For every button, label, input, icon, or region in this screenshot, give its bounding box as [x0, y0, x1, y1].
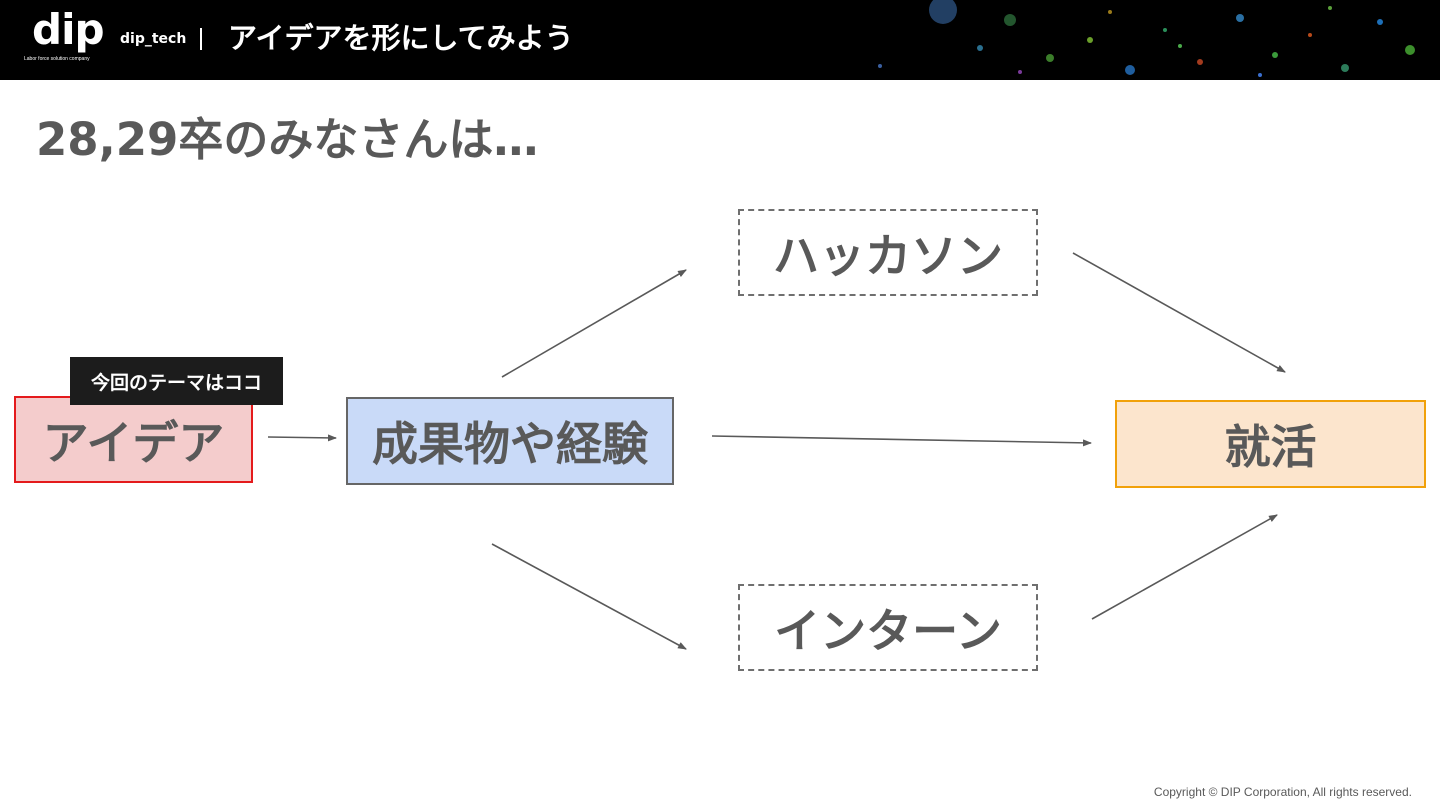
dip-logo: dip Labor force solution company	[24, 5, 105, 68]
node-job-hunting: 就活	[1115, 400, 1426, 488]
node-hackathon: ハッカソン	[738, 209, 1038, 296]
header-decorative-dots	[878, 0, 1415, 77]
page-title: 28,29卒のみなさんは…	[36, 113, 539, 166]
node-idea: アイデア	[14, 396, 253, 483]
node-result: 成果物や経験	[346, 397, 674, 485]
header-bar: dip Labor force solution company dip_tec…	[0, 0, 1440, 80]
header-divider	[200, 28, 202, 50]
brand-label: dip_tech	[120, 31, 187, 47]
copyright-notice: Copyright © DIP Corporation, All rights …	[1153, 785, 1412, 799]
arrow-result-to-intern	[491, 543, 687, 650]
arrow-result-to-job	[711, 435, 1092, 447]
header-title: アイデアを形にしてみよう	[228, 21, 574, 55]
arrow-hackathon-to-job	[1072, 252, 1286, 373]
callout-theme-label: 今回のテーマはココ	[70, 357, 283, 405]
node-internship: インターン	[738, 584, 1038, 671]
arrow-idea-to-result	[267, 434, 337, 442]
arrow-intern-to-job	[1091, 514, 1278, 620]
arrow-result-to-hackathon	[501, 269, 687, 378]
logo-wordmark: dip	[32, 5, 105, 54]
logo-tagline: Labor force solution company	[24, 56, 90, 62]
